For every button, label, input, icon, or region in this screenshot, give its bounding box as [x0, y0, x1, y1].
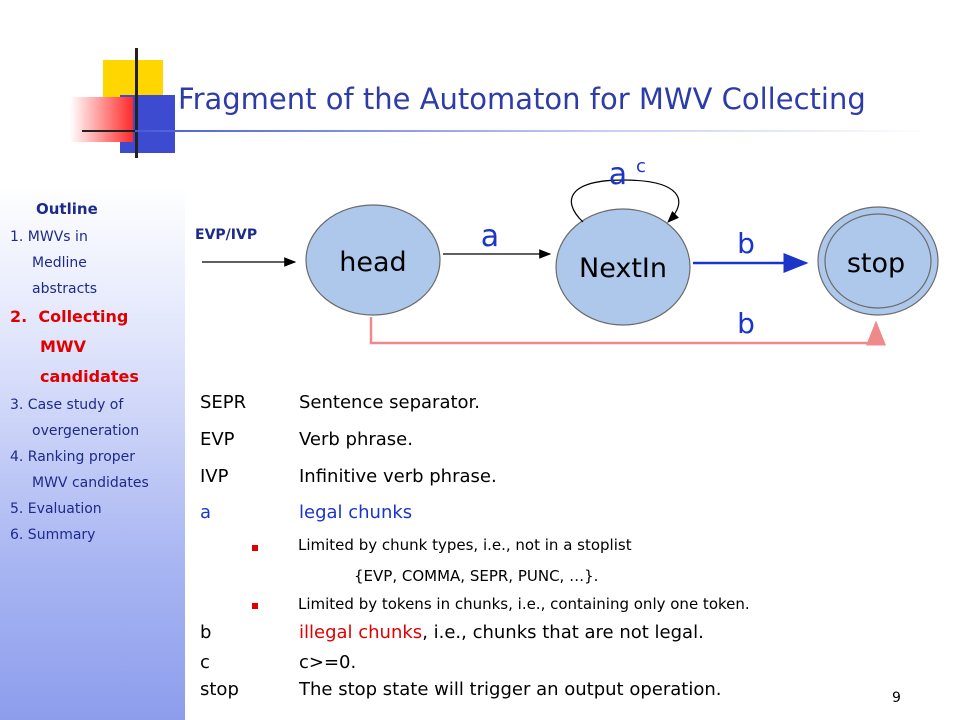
definition-term: stop [200, 679, 239, 700]
edge-b-top-label: b [737, 227, 755, 260]
definition-text: Verb phrase. [299, 429, 413, 450]
outline-item: 4. Ranking proper [10, 449, 136, 465]
edge-b-bottom-label: b [737, 307, 755, 340]
outline-item: Medline [32, 255, 87, 271]
sub-bullet-text: Limited by chunk types, i.e., not in a s… [298, 536, 632, 554]
definition-text: c>=0. [299, 652, 357, 673]
definition-term: SEPR [200, 392, 247, 413]
definition-term: EVP [200, 429, 235, 450]
definition-text: illegal chunks, i.e., chunks that are no… [299, 622, 704, 643]
input-edge-label: EVP/IVP [195, 227, 257, 243]
page-number: 9 [892, 690, 901, 706]
edge-a-label: a [481, 219, 499, 254]
state-nextin-label: NextIn [579, 253, 667, 284]
outline-panel: Outline 1. MWVs in Medline abstracts 2. … [10, 200, 185, 548]
definition-text: legal chunks [299, 502, 413, 523]
loop-edge-superscript: c [636, 156, 646, 177]
outline-item: 3. Case study of [10, 397, 124, 413]
slide-logo [70, 48, 182, 158]
state-stop-label: stop [847, 248, 905, 279]
state-nextin [555, 208, 691, 326]
definition-term: c [200, 652, 210, 673]
automaton-diagram: EVP/IVP head a NextIn a c b stop b [195, 156, 939, 346]
bullet-icon [252, 603, 258, 609]
definition-term: a [200, 502, 212, 523]
definition-rest: , i.e., chunks that are not legal. [422, 622, 704, 643]
outline-item: 1. MWVs in [10, 229, 88, 245]
outline-heading: Outline [36, 200, 98, 218]
loop-edge-label: a [609, 157, 627, 192]
sidebar-background [0, 185, 185, 720]
outline-item: 5. Evaluation [10, 501, 102, 517]
outline-item: overgeneration [32, 423, 140, 439]
bullet-icon [252, 545, 258, 551]
outline-item: 6. Summary [10, 527, 96, 543]
state-head-label: head [339, 247, 406, 278]
slide-title: Fragment of the Automaton for MWV Collec… [178, 82, 866, 116]
outline-item: abstracts [32, 281, 98, 297]
definition-term: b [200, 622, 212, 643]
definition-highlight: illegal chunks [299, 622, 423, 643]
loop-edge [570, 179, 680, 223]
sub-bullet-text: {EVP, COMMA, SEPR, PUNC, …}. [354, 567, 599, 585]
edge-b-bottom [369, 317, 886, 346]
state-stop-inner [824, 213, 932, 309]
outline-item: MWV candidates [32, 475, 149, 491]
definition-text: Sentence separator. [299, 392, 481, 413]
definition-text: Infinitive verb phrase. [299, 466, 497, 487]
sub-bullet-text: Limited by tokens in chunks, i.e., conta… [298, 595, 750, 613]
outline-item-active: MWV [40, 337, 86, 356]
title-underline [135, 130, 935, 132]
definition-text: The stop state will trigger an output op… [299, 679, 722, 700]
outline-item-active: candidates [40, 367, 139, 386]
state-head [305, 204, 441, 316]
definition-term: IVP [200, 466, 229, 487]
outline-item-active: 2. Collecting [10, 307, 129, 326]
